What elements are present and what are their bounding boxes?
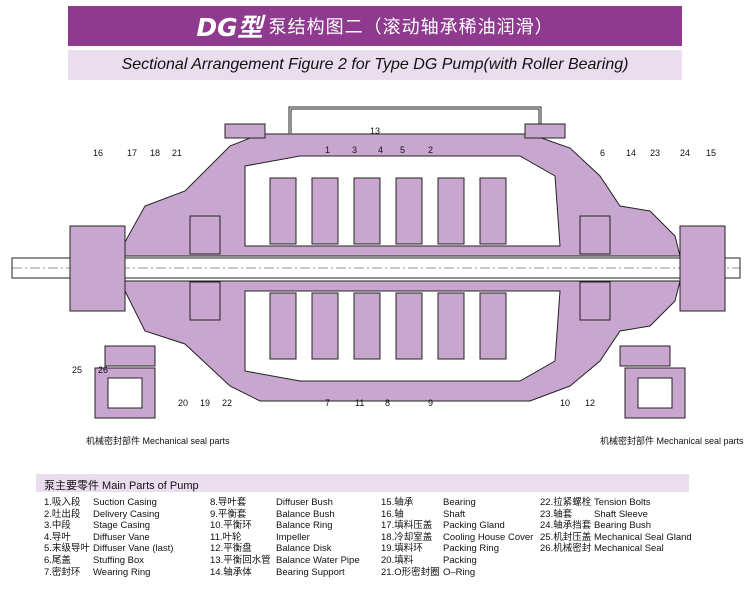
impellers	[269, 177, 507, 360]
title-chinese: 泵结构图二（滚动轴承稀油润滑）	[268, 17, 554, 38]
svg-text:1: 1	[325, 145, 330, 155]
svg-text:18: 18	[150, 148, 160, 158]
svg-text:20: 20	[178, 398, 188, 408]
pump-section-drawing: 13 1 3 4 5 2 16 17 18 21 6 14 23 24 15 2…	[11, 106, 741, 419]
svg-text:14: 14	[626, 148, 636, 158]
svg-text:17: 17	[127, 148, 137, 158]
subtitle-bar: Sectional Arrangement Figure 2 for Type …	[68, 50, 682, 80]
seal-caption-right: 机械密封部件 Mechanical seal parts	[600, 436, 744, 446]
svg-text:16: 16	[93, 148, 103, 158]
svg-text:6: 6	[600, 148, 605, 158]
svg-text:22: 22	[222, 398, 232, 408]
callouts: 13 1 3 4 5 2 16 17 18 21 6 14 23 24 15 2…	[72, 126, 716, 408]
svg-text:2: 2	[428, 145, 433, 155]
svg-text:12: 12	[585, 398, 595, 408]
svg-text:8: 8	[385, 398, 390, 408]
svg-text:7: 7	[325, 398, 330, 408]
svg-text:9: 9	[428, 398, 433, 408]
title-model: DG型	[196, 13, 263, 42]
svg-text:10: 10	[560, 398, 570, 408]
svg-text:3: 3	[352, 145, 357, 155]
svg-text:15: 15	[706, 148, 716, 158]
svg-text:21: 21	[172, 148, 182, 158]
parts-heading-bar	[36, 474, 689, 492]
title-bar: DG型 泵结构图二（滚动轴承稀油润滑）	[68, 6, 682, 46]
svg-text:13: 13	[370, 126, 380, 136]
svg-text:4: 4	[378, 145, 383, 155]
bearing-housing-left	[69, 225, 126, 312]
svg-text:11: 11	[355, 398, 364, 408]
svg-text:23: 23	[650, 148, 660, 158]
svg-text:5: 5	[400, 145, 405, 155]
seal-caption-left: 机械密封部件 Mechanical seal parts	[86, 436, 230, 446]
bearing-housing-right	[679, 225, 726, 312]
balance-water-pipe	[288, 106, 542, 134]
subtitle: Sectional Arrangement Figure 2 for Type …	[121, 56, 629, 73]
svg-text:25: 25	[72, 365, 82, 375]
svg-text:24: 24	[680, 148, 690, 158]
parts-heading: 泵主要零件 Main Parts of Pump	[44, 480, 199, 492]
svg-text:19: 19	[200, 398, 210, 408]
svg-text:26: 26	[98, 365, 108, 375]
